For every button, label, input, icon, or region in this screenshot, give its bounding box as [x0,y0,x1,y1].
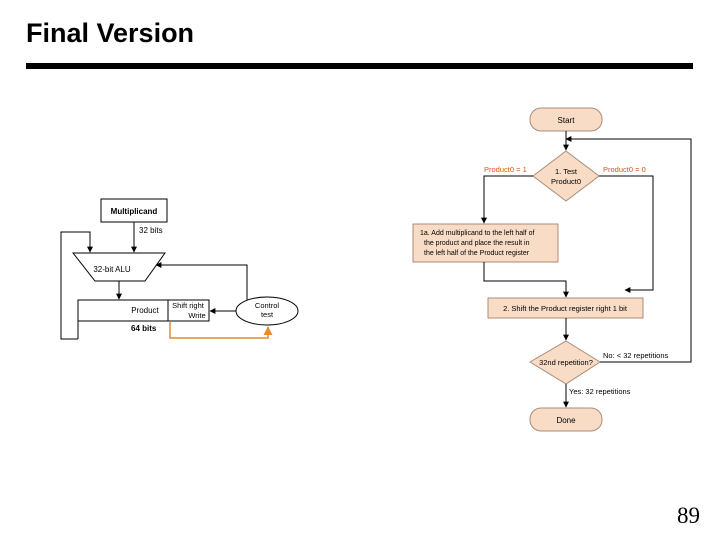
control-label: Control [255,301,280,310]
test-product0-diamond [532,150,600,202]
feedback-loop-line [60,231,93,340]
test-label: test [261,310,274,319]
step-1a-line1: 1a. Add multiplicand to the left half of [420,230,534,237]
product0-0-label: Product0 = 0 [603,165,646,174]
yes-label: Yes: 32 repetitions [569,387,631,396]
title-divider [26,63,693,69]
step-2-label: 2. Shift the Product register right 1 bi… [503,304,628,313]
page-number: 89 [677,503,700,528]
test-label-line2: Product0 [551,177,581,186]
no-loop-back-line [565,136,692,363]
step-1a-box [412,223,559,263]
product-label: Product [131,306,159,315]
no-label: No: < 32 repetitions [603,351,668,360]
branch-product0-1-line [481,175,533,224]
bits32-label: 32 bits [139,226,163,235]
done-node [529,407,603,432]
datapath-hardware: Multiplicand 32 bits 32-bit ALU Product … [60,198,299,340]
start-label: Start [558,116,576,125]
write-label: Write [188,311,205,320]
slide-title: Final Version [26,18,195,48]
step1a-to-step2-line [483,262,569,298]
flowchart: Start 1. Test Product0 Product0 = 1 Prod… [412,107,692,432]
product-register [77,299,210,322]
alu-shape [71,252,166,282]
branch-product0-0-line [599,175,654,293]
shift-right-label: Shift right [172,301,205,310]
product0-1-label: Product0 = 1 [484,165,527,174]
step-1a-line3: the left half of the Product register [424,250,530,257]
done-label: Done [556,416,576,425]
product0-test-line [169,322,273,339]
alu-label: 32-bit ALU [93,265,131,274]
bits64-label: 64 bits [131,324,157,333]
test-label-line1: 1. Test [555,167,578,176]
control-unit [235,296,299,326]
control-to-alu-line [155,262,248,300]
decision-label: 32nd repetition? [539,358,593,367]
multiplicand-label: Multiplicand [111,207,158,216]
step-1a-line2: the product and place the result in [424,240,530,247]
